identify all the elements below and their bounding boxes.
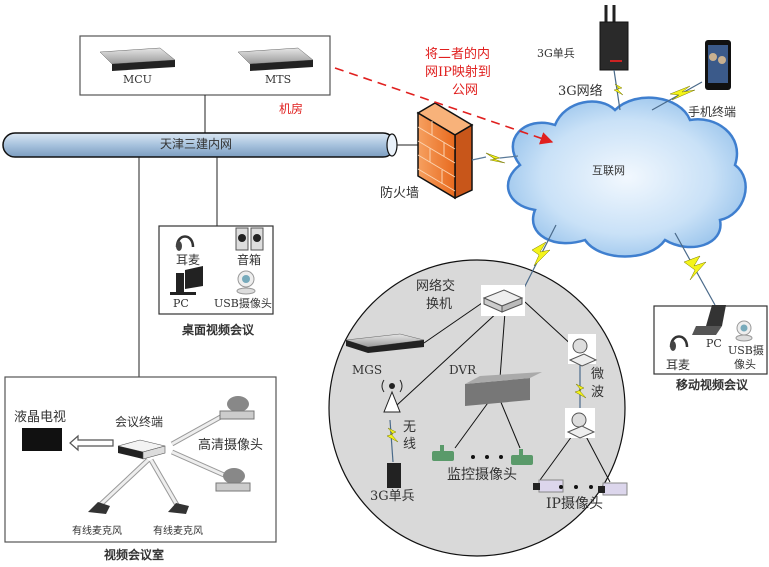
hd-camera-label: 高清摄像头: [198, 438, 264, 453]
mapping-arrow: [334, 67, 554, 145]
firewall-label: 防火墙: [380, 186, 420, 201]
annotation-line-2: 网IP映射到: [425, 65, 491, 80]
microwave-label-2: 波: [591, 385, 605, 400]
lan-pipe: [2, 132, 398, 158]
lcd-tv-icon: [22, 428, 62, 451]
conference-terminal-label: 会议终端: [115, 415, 164, 429]
mts-label: MTS: [265, 73, 292, 86]
desktop-speaker-label: 音箱: [237, 253, 262, 267]
wireless-label-2: 线: [403, 437, 417, 452]
surveillance-camera-icon: [432, 445, 454, 461]
wireless-antenna-icon: [381, 379, 403, 413]
mobile-phone-icon: [705, 40, 731, 90]
lightning-icon: [471, 152, 519, 164]
surveillance-camera-icon: [511, 449, 533, 465]
laptop-icon: [692, 305, 726, 335]
microwave-label-1: 微: [591, 367, 605, 382]
internet-cloud: [506, 96, 747, 258]
firewall-icon: [416, 102, 474, 200]
lightning-icon: [683, 255, 707, 281]
mobile-headset-label: 耳麦: [666, 358, 691, 372]
annotation-line-1: 将二者的内: [425, 47, 491, 62]
dvr-label: DVR: [449, 363, 477, 377]
arrow-to-tv: [69, 434, 114, 452]
microphone-icon: [168, 503, 189, 514]
ip-camera-label: IP摄像头: [546, 496, 603, 512]
ip-camera-icon: [533, 479, 564, 493]
3g-unit-top-label: 3G单兵: [537, 47, 575, 60]
lightning-icon: [386, 427, 399, 443]
speaker-icon: [235, 227, 264, 251]
desktop-headset-label: 耳麦: [176, 253, 201, 267]
3g-unit-bottom-label: 3G单兵: [370, 489, 415, 504]
desktop-pc-label: PC: [173, 297, 189, 310]
3g-network-label: 3G网络: [558, 84, 603, 99]
surveillance-camera-label: 监控摄像头: [447, 467, 517, 483]
mobile-webcam-label-1: USB摄: [728, 344, 764, 357]
hd-camera-icon: [215, 468, 251, 492]
desktop-pc-icon: [170, 266, 203, 295]
mts-server-icon: [237, 47, 314, 71]
headset-icon: [669, 335, 689, 351]
3g-unit-icon: [599, 5, 629, 71]
switch-label-1: 网络交: [416, 279, 456, 294]
server-room-title: 机房: [279, 102, 304, 116]
hd-camera-icon: [219, 396, 255, 420]
network-switch-icon: [481, 285, 525, 316]
lan-label: 天津三建内网: [160, 137, 233, 151]
conference-terminal-icon: [117, 439, 166, 460]
mobile-webcam-label-2: 像头: [734, 358, 756, 371]
3g-unit-icon: [387, 463, 401, 488]
ip-camera-icon: [598, 482, 628, 496]
mobile-conf-title: 移动视频会议: [676, 378, 749, 392]
desktop-conf-title: 桌面视频会议: [182, 323, 255, 337]
switch-label-2: 换机: [426, 297, 453, 312]
internet-label: 互联网: [592, 164, 625, 177]
annotation-line-3: 公网: [452, 83, 479, 98]
mgs-label: MGS: [352, 363, 383, 377]
microwave-dish-icon: [568, 334, 598, 367]
lightning-icon: [574, 383, 587, 399]
microphone-icon: [88, 502, 110, 514]
dvr-icon: [465, 372, 542, 406]
wireless-label-1: 无: [403, 420, 417, 435]
conference-room-title: 视频会议室: [104, 548, 165, 562]
mcu-label: MCU: [123, 73, 152, 86]
microwave-dish-icon: [565, 408, 596, 439]
headset-icon: [175, 235, 195, 251]
lightning-icon: [531, 241, 551, 267]
lcd-tv-label: 液晶电视: [14, 410, 67, 425]
mcu-server-icon: [99, 47, 176, 71]
lightning-icon: [613, 83, 624, 96]
webcam-icon: [236, 270, 256, 295]
mobile-pc-label: PC: [706, 337, 722, 350]
desktop-webcam-label: USB摄像头: [214, 297, 272, 310]
mgs-server-icon: [345, 333, 425, 353]
mic-label-1: 有线麦克风: [72, 526, 122, 537]
lightning-icon: [669, 85, 696, 101]
webcam-icon: [735, 320, 753, 342]
phone-terminal-label: 手机终端: [688, 105, 737, 119]
mic-label-2: 有线麦克风: [153, 526, 203, 537]
